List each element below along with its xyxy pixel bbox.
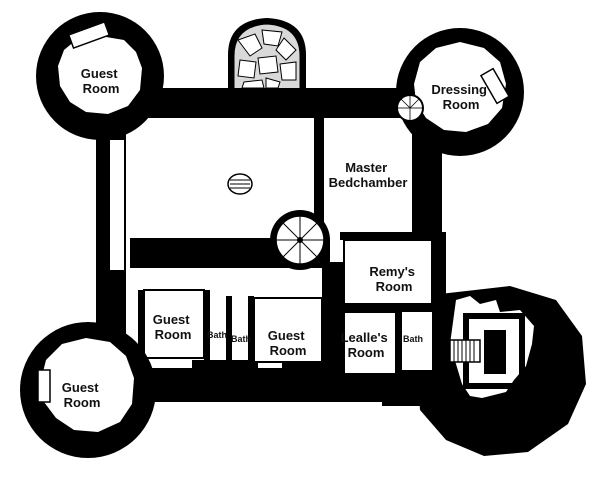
bath-2-label: Bath (231, 334, 251, 344)
tower-northwest (36, 12, 164, 140)
tower-southwest (20, 322, 156, 458)
remys-room-label: Remy's Room (369, 264, 418, 294)
dressing-room-label: Dressing Room (431, 82, 490, 112)
bath-2-floor (232, 312, 248, 358)
lealles-room-floor (344, 312, 396, 374)
room-outlines (143, 239, 433, 375)
room-floors (110, 118, 432, 374)
tower-southeast (418, 286, 586, 456)
bath-3-floor (402, 312, 432, 370)
guest-room-southwest-label: Guest Room (62, 380, 102, 410)
spiral-staircase-icon (396, 94, 424, 122)
guest-room-center-right-label: Guest Room (268, 328, 308, 358)
tower-northeast (396, 28, 524, 156)
guest-room-northwest-label: Guest Room (81, 66, 121, 96)
stained-glass-window-icon (228, 18, 306, 92)
master-bedchamber-label: Master Bedchamber (329, 160, 408, 190)
spiral-staircase-icon (270, 210, 330, 270)
straight-staircase-icon (449, 339, 481, 363)
bath-1-floor (210, 312, 226, 358)
guest-room-center-left-floor (144, 290, 204, 358)
master-bedchamber-floor (324, 118, 412, 232)
guest-room-center-left-label: Guest Room (153, 312, 193, 342)
guest-room-center-right-floor (254, 298, 322, 362)
bath-3-label: Bath (403, 334, 423, 344)
remys-room-floor (344, 240, 432, 304)
room-labels: Guest Room Dressing Room Master Bedchamb… (62, 66, 490, 410)
table-icon (227, 173, 253, 195)
bath-1-label: Bath (207, 330, 227, 340)
lealles-room-label: Lealle's Room (341, 330, 392, 360)
